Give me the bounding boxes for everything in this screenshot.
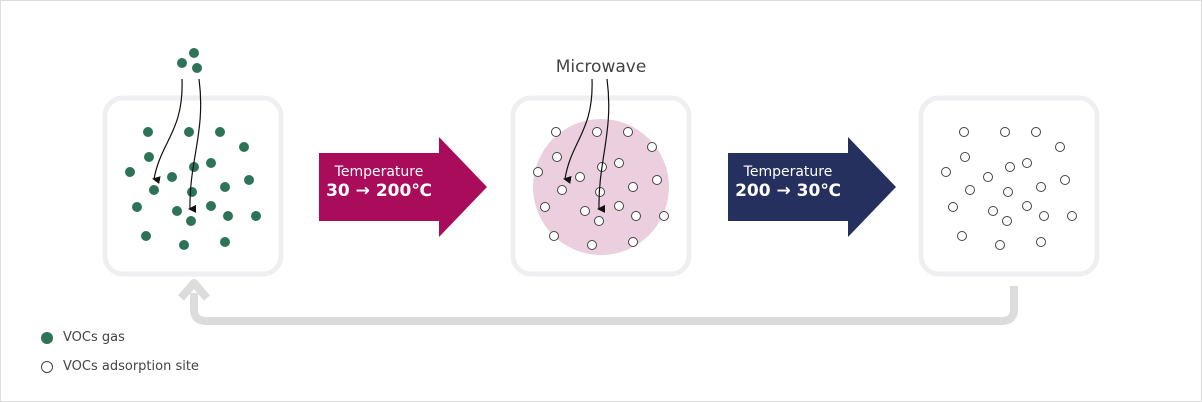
flow-arrow [188,78,202,213]
voc-gas-dot [239,142,249,152]
legend-gas: VOCs gas [41,330,125,345]
adsorption-site [1067,211,1077,221]
heating-label: Temperature [334,164,424,180]
adsorption-site [628,182,638,192]
heating-step-label: Temperature 30 → 200℃ [319,164,439,201]
cooling-range: 200 → 30℃ [735,180,841,201]
adsorption-site [995,240,1005,250]
voc-gas-dot [244,175,254,185]
cooling-step-label: Temperature 200 → 30℃ [728,164,848,201]
adsorption-site [960,152,970,162]
adsorption-site [549,231,559,241]
voc-gas-dot [220,237,230,247]
cooling-arrow [728,137,896,237]
incoming-voc-dot [177,58,187,68]
incoming-voc-dot [192,63,202,73]
adsorption-site [1003,187,1013,197]
adsorption-site [941,167,951,177]
adsorption-site [1022,158,1032,168]
adsorption-site [575,172,585,182]
adsorption-site [594,216,604,226]
voc-gas-dot [167,172,177,182]
heating-arrow [319,137,487,237]
adsorption-site [533,167,543,177]
voc-gas-dot [206,201,216,211]
voc-gas-dot [141,231,151,241]
adsorption-site [1005,162,1015,172]
voc-gas-dot [149,185,159,195]
adsorption-site [631,211,641,221]
adsorption-site [1002,216,1012,226]
adsorption-site [988,206,998,216]
voc-gas-dot [215,127,225,137]
voc-gas-dot [220,182,230,192]
adsorption-site [1039,211,1049,221]
adsorption-site [1055,142,1065,152]
voc-gas-dot [143,127,153,137]
adsorption-site [552,152,562,162]
adsorption-site [948,202,958,212]
adsorption-site [652,175,662,185]
adsorption-site [1036,237,1046,247]
adsorption-site [1036,182,1046,192]
voc-gas-dot [132,202,142,212]
legend-gas-label: VOCs gas [63,330,125,345]
adsorption-site [957,231,967,241]
adsorption-site [540,202,550,212]
return-arrow [190,286,1018,325]
adsorption-site [1000,127,1010,137]
open-circle-icon [41,360,53,373]
adsorption-site [614,201,624,211]
voc-gas-dot [179,240,189,250]
flow-arrow [563,78,593,184]
flow-arrow [597,78,610,213]
adsorption-site [659,211,669,221]
voc-gas-dot [206,158,216,168]
heating-range: 30 → 200℃ [326,180,432,201]
voc-gas-dot [125,167,135,177]
adsorption-site [587,240,597,250]
adsorption-site [1060,175,1070,185]
voc-gas-dot [144,152,154,162]
legend-site: VOCs adsorption site [41,359,199,374]
adsorption-site [614,158,624,168]
flow-arrow [152,78,183,185]
adsorption-site [983,172,993,182]
voc-gas-dot [187,187,197,197]
legend-site-label: VOCs adsorption site [63,359,199,374]
incoming-voc-dot [189,48,199,58]
filled-circle-icon [41,331,53,344]
adsorption-site [551,127,561,137]
adsorption-site [592,127,602,137]
adsorption-site [1022,201,1032,211]
microwave-heat-zone [533,119,669,255]
adsorption-site [965,185,975,195]
adsorption-site [628,237,638,247]
voc-gas-dot [186,216,196,226]
cooling-label: Temperature [743,164,833,180]
return-arrowhead-icon [177,279,211,301]
chamber-box-1 [102,95,284,277]
adsorption-site [1031,127,1041,137]
voc-gas-dot [223,211,233,221]
voc-gas-dot [172,206,182,216]
voc-gas-dot [189,162,199,172]
chamber-box-3 [918,95,1100,277]
voc-gas-dot [251,211,261,221]
microwave-label: Microwave [555,57,647,77]
adsorption-site [959,127,969,137]
voc-gas-dot [184,127,194,137]
adsorption-site [557,185,567,195]
adsorption-site [623,127,633,137]
adsorption-site [647,142,657,152]
adsorption-site [580,206,590,216]
